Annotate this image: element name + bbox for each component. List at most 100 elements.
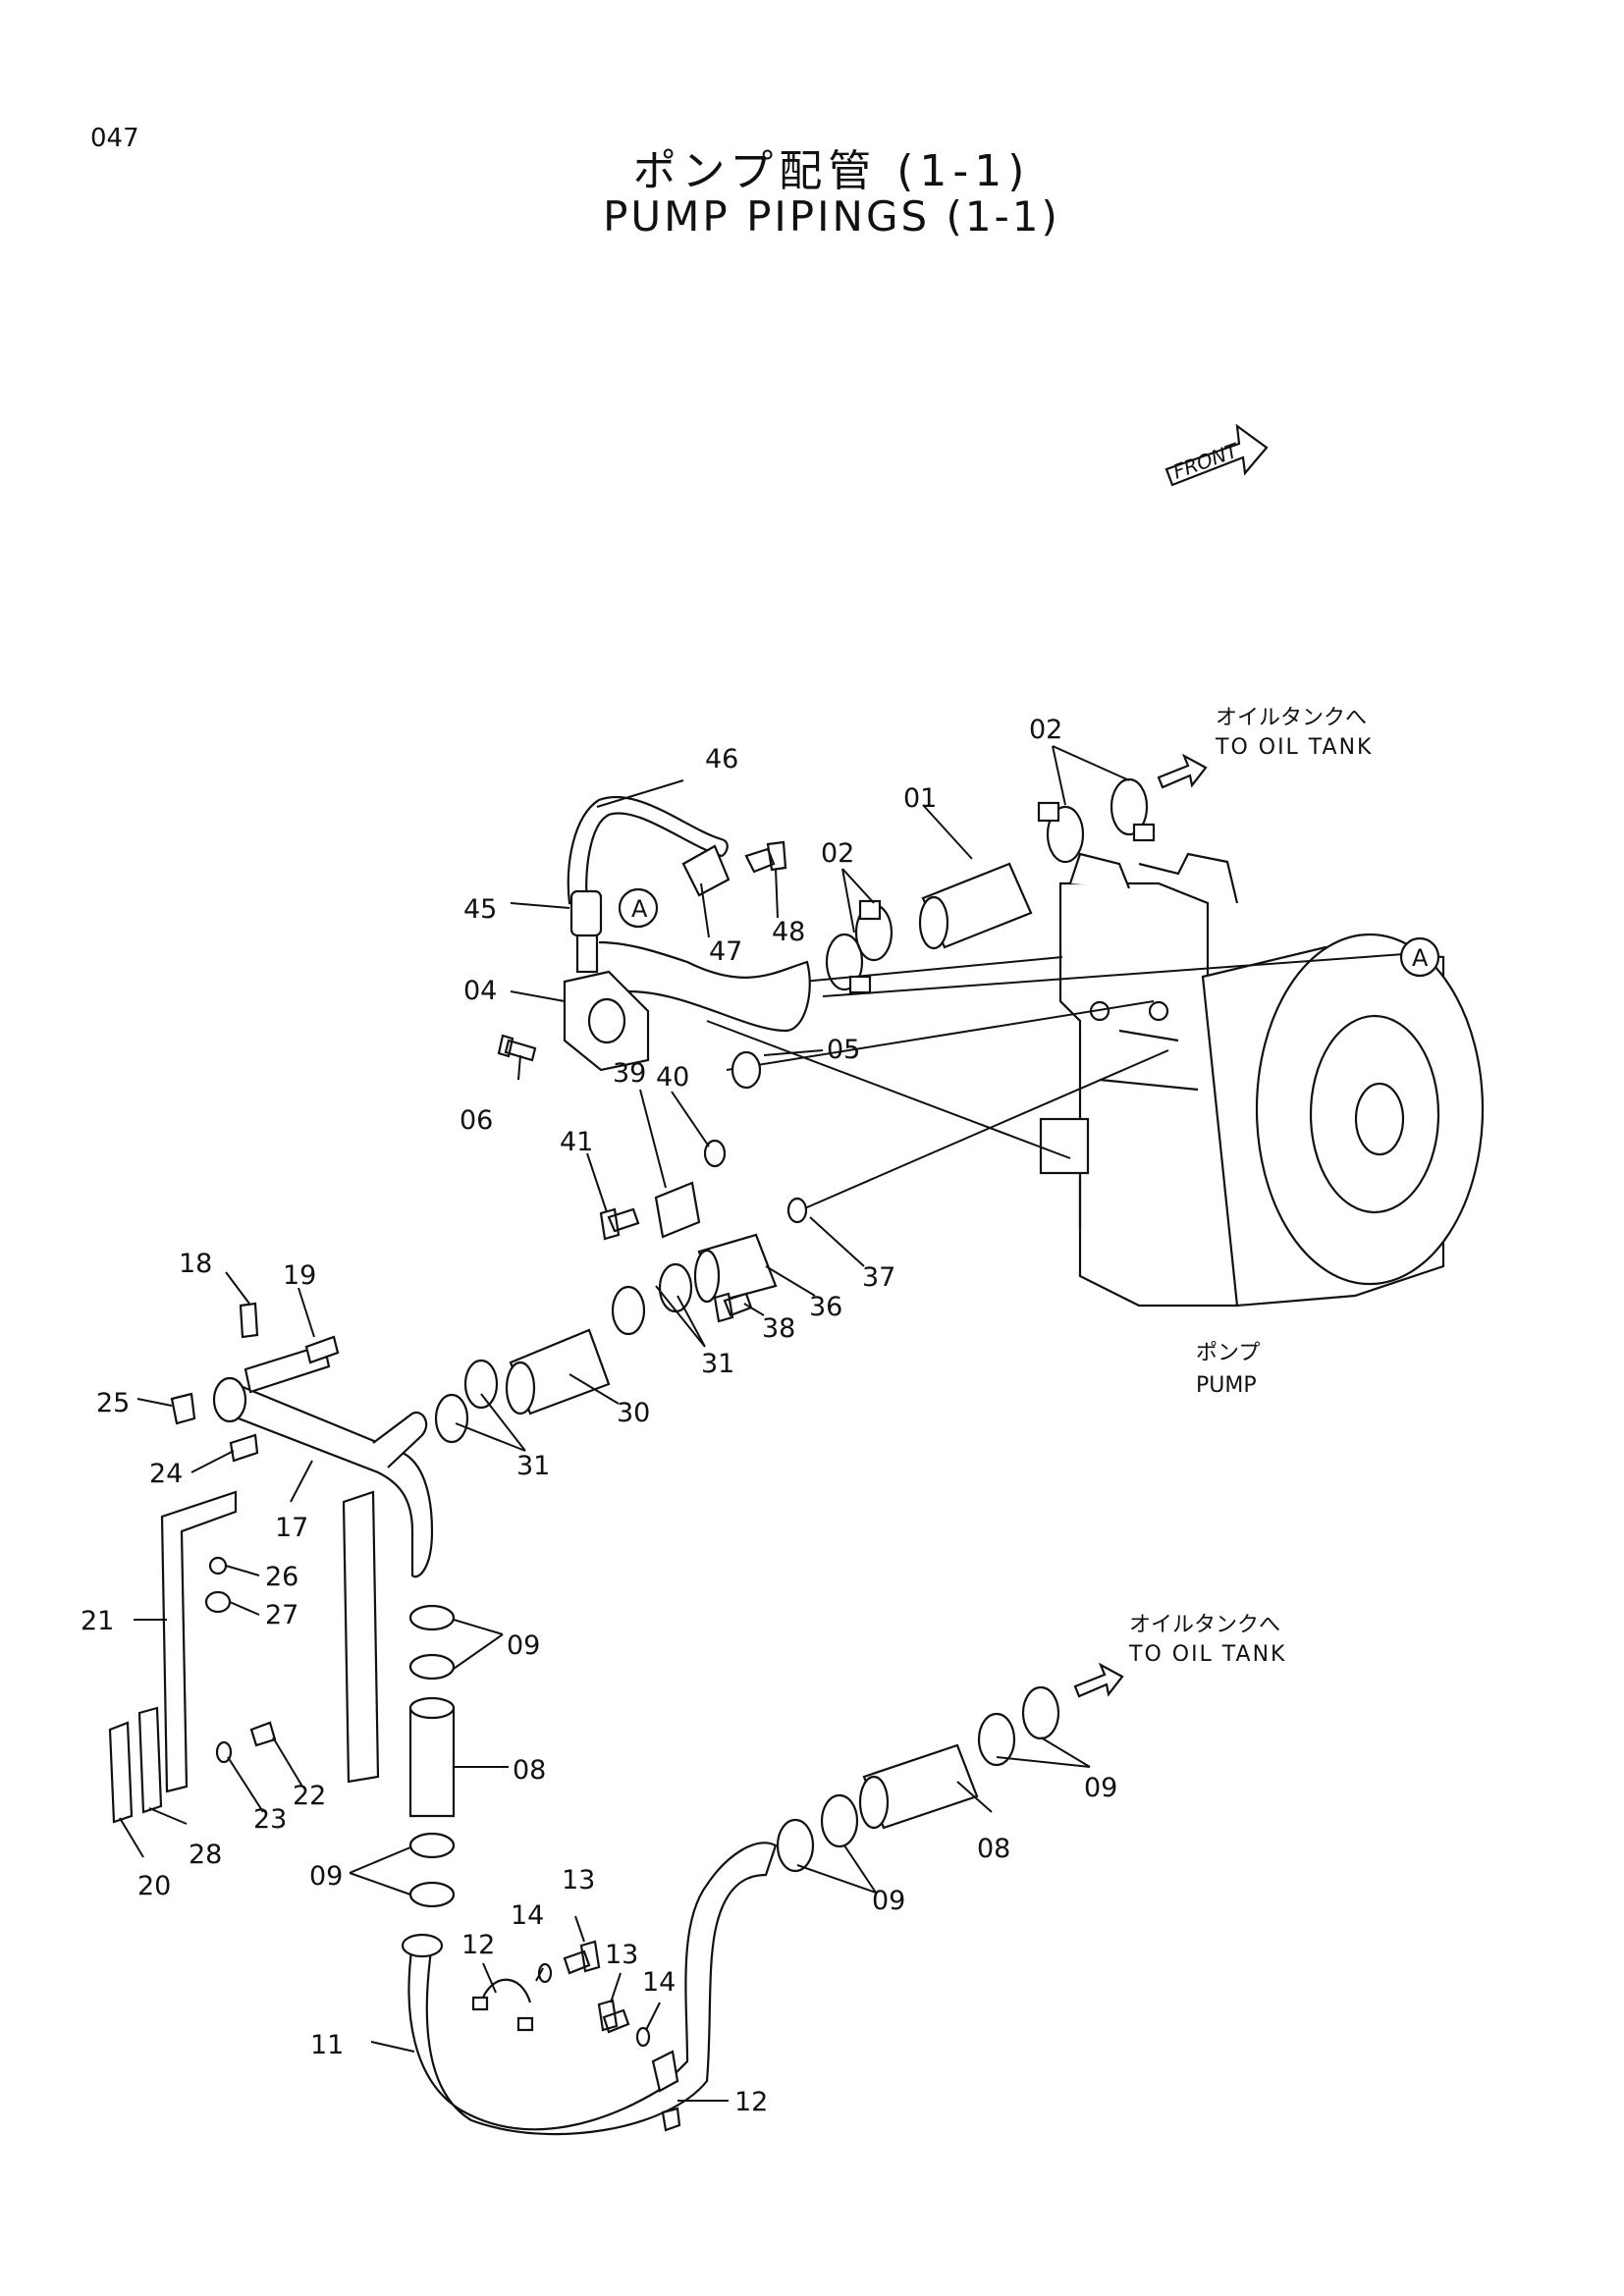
manifold-pipe-17 xyxy=(212,1343,434,1578)
pipe-36-end xyxy=(693,1249,721,1304)
pipe-30-end xyxy=(505,1361,536,1415)
pump-note-en: PUMP xyxy=(1196,1373,1257,1398)
part-label: 09 xyxy=(507,1630,540,1661)
connector-45 xyxy=(569,889,603,937)
part-label: 36 xyxy=(809,1292,842,1322)
washer-14-lower xyxy=(635,2026,651,2048)
clamp-12-upper-tab-right xyxy=(516,2016,534,2032)
part-label: 46 xyxy=(705,744,738,774)
oil-tank-note-bottom-jp: オイルタンクへ xyxy=(1129,1613,1280,1637)
part-label: 38 xyxy=(762,1313,795,1344)
part-label: 09 xyxy=(872,1886,905,1916)
suction-hose-04 xyxy=(563,929,811,1072)
front-badge-label: FRONT xyxy=(1170,438,1243,484)
clamp-09-tank-end xyxy=(977,1685,1060,1767)
pump-note-jp: ポンプ xyxy=(1196,1341,1260,1365)
clamp-12-upper xyxy=(479,1978,532,2003)
bracket-21-left xyxy=(160,1490,238,1793)
part-label: 05 xyxy=(827,1035,860,1065)
page-number: 047 xyxy=(90,124,139,153)
part-label: 31 xyxy=(516,1451,550,1481)
pump-assembly xyxy=(1039,852,1485,1308)
clamp-09-upper-vertical xyxy=(408,1604,456,1681)
clamp-12-lower xyxy=(651,2050,679,2093)
callout-a-left: A xyxy=(618,887,659,929)
hose-11-end xyxy=(401,1933,444,1958)
part-label: 11 xyxy=(310,2030,344,2060)
oil-tank-arrow-top xyxy=(1157,753,1208,789)
part-label: 48 xyxy=(772,917,805,947)
plug-19 xyxy=(304,1335,340,1364)
callout-a-right: A xyxy=(1399,936,1440,978)
nut-27 xyxy=(204,1590,232,1614)
part-label: 18 xyxy=(179,1249,212,1279)
part-label: 40 xyxy=(656,1062,689,1093)
part-label: 37 xyxy=(862,1262,895,1293)
part-label: 14 xyxy=(642,1967,676,1998)
oil-tank-note-top-en: TO OIL TANK xyxy=(1215,735,1373,760)
clamp-02-lower xyxy=(825,899,893,994)
leader-lines xyxy=(119,745,1130,2102)
part-label: 22 xyxy=(293,1781,326,1811)
clamp-31-lower xyxy=(434,1359,499,1444)
pipe-08-vertical xyxy=(408,1706,456,1818)
part-label: 23 xyxy=(253,1804,287,1835)
page-title-japanese: ポンプ配管 (1-1) xyxy=(632,146,1031,196)
part-label: 02 xyxy=(821,838,854,869)
callout-a-left-text: A xyxy=(631,895,648,923)
pipe-08-vertical-end xyxy=(408,1696,456,1720)
part-label: 39 xyxy=(613,1058,646,1089)
flange-39 xyxy=(654,1181,701,1239)
washer-23 xyxy=(215,1740,233,1764)
clamp-12-lower-tab xyxy=(661,2107,681,2132)
oil-tank-note-bottom-en: TO OIL TANK xyxy=(1128,1642,1286,1667)
part-labels: 01 02 02 04 05 06 08 08 09 09 09 09 11 1… xyxy=(81,715,1117,2117)
oil-tank-arrow-bottom xyxy=(1073,1662,1124,1698)
callout-a-right-text: A xyxy=(1412,944,1429,972)
clamp-09-hose-end xyxy=(776,1793,859,1873)
part-label: 27 xyxy=(265,1600,298,1630)
bolt-41 xyxy=(599,1207,640,1241)
part-label: 30 xyxy=(617,1398,650,1428)
part-label: 08 xyxy=(977,1834,1010,1864)
washer-26 xyxy=(208,1556,228,1575)
part-label: 04 xyxy=(463,976,497,1006)
page-title-english: PUMP PIPINGS (1-1) xyxy=(603,192,1060,240)
part-label: 08 xyxy=(513,1755,546,1786)
hose-11 xyxy=(407,1842,778,2136)
bracket-21-right xyxy=(342,1490,380,1784)
clamp-09-lower-vertical xyxy=(408,1832,456,1908)
part-label: 28 xyxy=(189,1840,222,1870)
bolt-25 xyxy=(170,1392,196,1425)
part-label: 14 xyxy=(511,1900,544,1931)
part-label: 41 xyxy=(560,1127,593,1157)
part-label: 13 xyxy=(562,1865,595,1896)
oil-tank-note-top-jp: オイルタンクへ xyxy=(1216,706,1367,730)
plate-20 xyxy=(108,1721,134,1824)
bolt-38 xyxy=(713,1292,753,1323)
part-label: 12 xyxy=(461,1930,495,1960)
part-label: 09 xyxy=(1084,1773,1117,1803)
part-label: 25 xyxy=(96,1388,130,1418)
o-ring-40 xyxy=(703,1139,727,1168)
part-label: 26 xyxy=(265,1562,298,1592)
bolt-22 xyxy=(249,1721,277,1747)
part-label: 19 xyxy=(283,1260,316,1291)
part-label: 21 xyxy=(81,1606,114,1636)
part-label: 01 xyxy=(903,783,937,814)
part-label: 31 xyxy=(701,1349,734,1379)
part-label: 17 xyxy=(275,1513,308,1543)
o-ring-05 xyxy=(731,1050,762,1090)
plate-28 xyxy=(137,1706,163,1814)
front-arrow-badge: FRONT xyxy=(1164,423,1269,487)
plate-24 xyxy=(229,1433,259,1463)
part-label: 09 xyxy=(309,1861,343,1892)
bolt-06 xyxy=(497,1034,537,1062)
pipe-08-horizontal-end xyxy=(858,1775,890,1830)
flange-47 xyxy=(681,844,731,897)
bolt-13-lower xyxy=(597,1999,630,2034)
part-label: 24 xyxy=(149,1459,183,1489)
part-label: 06 xyxy=(460,1105,493,1136)
plug-18 xyxy=(239,1302,259,1339)
